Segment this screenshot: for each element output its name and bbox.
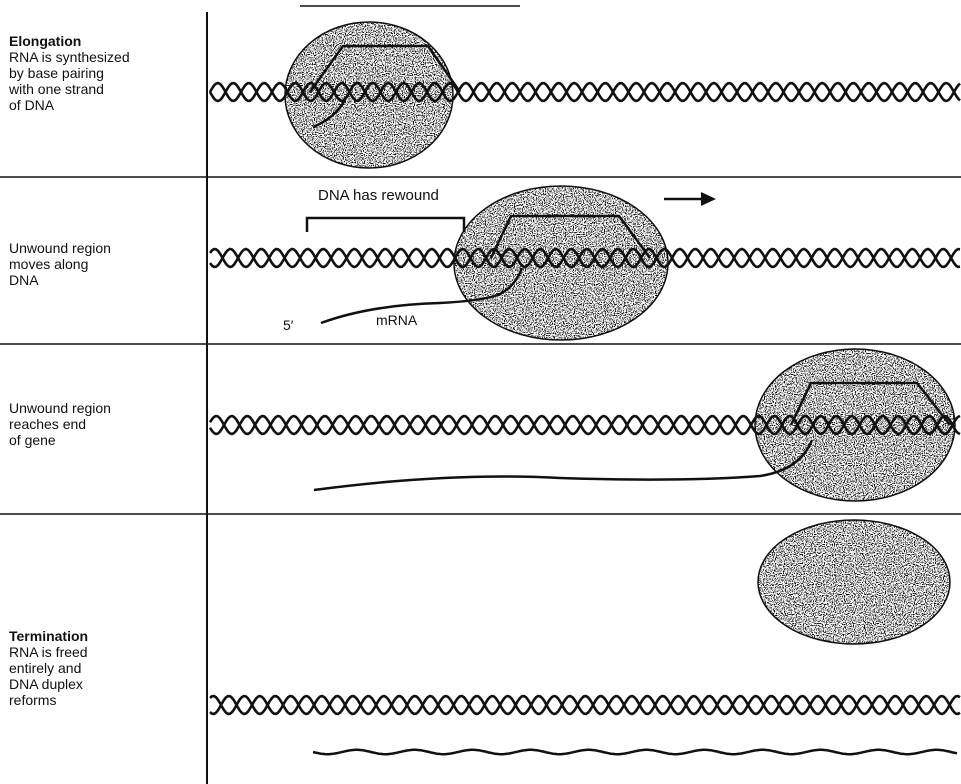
mrna-label: mRNA xyxy=(376,312,418,328)
direction-arrow xyxy=(664,192,716,206)
dna-strand-2 xyxy=(210,696,960,714)
mrna-strand-3 xyxy=(314,440,812,490)
rna-polymerase-3 xyxy=(755,349,955,501)
mrna-strand-free xyxy=(313,750,957,754)
dna-helix-4 xyxy=(210,696,960,714)
five-prime-label: 5′ xyxy=(283,317,294,333)
rna-polymerase-released xyxy=(758,520,950,644)
dna-strand-1 xyxy=(210,696,960,714)
rewound-label: DNA has rewound xyxy=(318,187,439,204)
rewound-bracket xyxy=(307,218,464,232)
